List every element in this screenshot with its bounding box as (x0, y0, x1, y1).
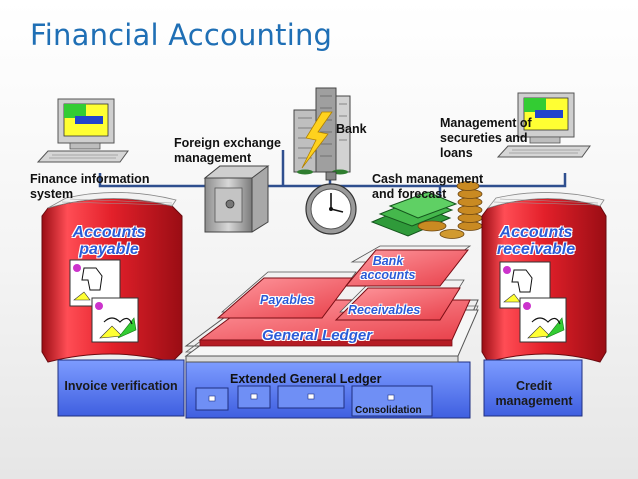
credit-management-label: Credit management (495, 379, 573, 408)
foreign-exchange-label: Foreign exchange management (174, 136, 281, 165)
extended-general-ledger-label: Extended General Ledger (230, 372, 382, 386)
general-ledger-stack (184, 299, 479, 363)
page-title: Financial Accounting (30, 18, 333, 52)
accounts-receivable-book (481, 192, 607, 363)
invoice-verification-label: Invoice verification (64, 379, 178, 393)
payables-sheet (216, 271, 357, 319)
stopwatch-icon (305, 171, 357, 235)
lightning-icon (301, 111, 333, 169)
invoice-verification-box (57, 359, 185, 417)
payables-label: Payables (260, 293, 315, 307)
receivables-label: Receivables (348, 303, 421, 317)
management-securities-label: Management of secureties and loans (440, 116, 532, 160)
extended-general-ledger-box (185, 361, 471, 419)
receivables-sheet (334, 279, 465, 321)
bank-accounts-sheet (344, 245, 472, 287)
accounts-payable-label: Accounts payable (72, 224, 146, 258)
computer-right-icon (496, 92, 591, 158)
general-ledger-label: General Ledger (262, 327, 373, 344)
bank-accounts-label: Bank accounts (360, 254, 416, 282)
consolidation-label: Consolidation (355, 405, 422, 416)
computer-left-icon (36, 98, 129, 163)
safe-icon (203, 165, 270, 233)
cash-management-label: Cash management and forecast (372, 172, 484, 201)
credit-management-box (483, 359, 583, 417)
accounts-receivable-label: Accounts receivable (496, 224, 576, 258)
bank-label: Bank (336, 122, 367, 136)
money-coins-icon (370, 181, 483, 239)
finance-info-label: Finance information system (30, 172, 150, 201)
accounts-payable-book (41, 192, 183, 363)
